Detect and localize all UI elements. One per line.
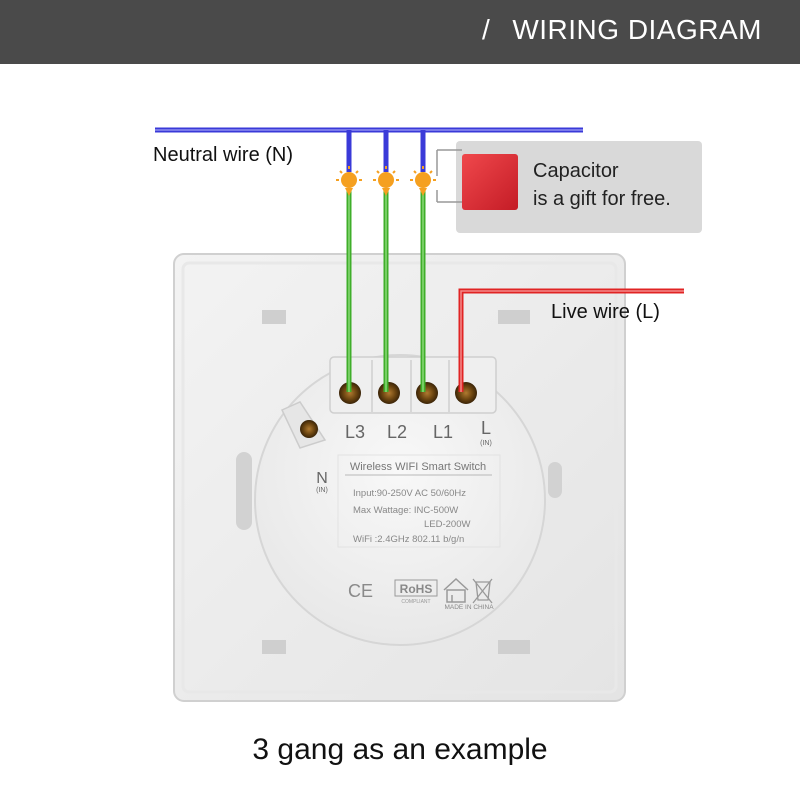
switch-wifi-spec: WiFi :2.4GHz 802.11 b/g/n (353, 534, 464, 545)
lamp-icon (410, 166, 436, 196)
switch-input-spec: Input:90-250V AC 50/60Hz (353, 488, 466, 499)
lamp-icons (336, 166, 436, 196)
side-slot (236, 452, 252, 530)
live-wire-label: Live wire (L) (551, 301, 660, 323)
mount-slot (262, 640, 286, 654)
neutral-screw (300, 420, 318, 438)
live-wire (458, 288, 684, 392)
switch-module (254, 354, 546, 646)
terminal-label-l2: L2 (387, 422, 407, 442)
neutral-wire (155, 127, 583, 172)
terminal-screw-l (455, 382, 477, 404)
terminal-sub-l: (IN) (480, 440, 492, 447)
terminal-label-l3: L3 (345, 422, 365, 442)
mount-slot (498, 640, 530, 654)
capacitor-note-line1: Capacitor (533, 160, 619, 182)
header-title-text: WIRING DIAGRAM (512, 14, 762, 45)
header-slash: / (482, 14, 491, 45)
terminal-screw-l2 (378, 382, 400, 404)
lamp-icon (336, 166, 362, 196)
neutral-terminal-label: N (316, 470, 328, 487)
neutral-wire-label: Neutral wire (N) (153, 144, 293, 166)
side-slot (548, 462, 562, 498)
capacitor-note-line2: is a gift for free. (533, 188, 671, 210)
weee-bin-icon (472, 578, 493, 604)
load-wires (346, 190, 426, 392)
terminal-label-l1: L1 (433, 422, 453, 442)
capacitor-note: Capacitor is a gift for free. (436, 141, 702, 233)
terminal-screw-l3 (339, 382, 361, 404)
terminal-screws (339, 382, 477, 404)
mount-slot (498, 310, 530, 324)
terminal-label-l: L (481, 418, 491, 438)
switch-wattage-spec: Max Wattage: INC-500W (353, 505, 458, 516)
terminal-labels: L3 L2 L1 L (IN) N (IN) (316, 418, 492, 494)
capacitor-icon (462, 154, 518, 210)
rohs-sub: COMPLIANT (401, 599, 430, 605)
neutral-terminal-sub: (IN) (316, 487, 328, 494)
mount-slot (262, 310, 286, 324)
header-bar: / WIRING DIAGRAM (0, 0, 800, 64)
ce-mark: CE (348, 581, 373, 601)
indoor-use-icon (443, 577, 469, 603)
switch-info-label: Wireless WIFI Smart Switch Input:90-250V… (345, 461, 494, 611)
lamp-icon (373, 166, 399, 196)
switch-model-title: Wireless WIFI Smart Switch (350, 461, 486, 473)
made-in-label: MADE IN CHINA (444, 604, 494, 611)
terminal-screw-l1 (416, 382, 438, 404)
header-title: / WIRING DIAGRAM (482, 14, 762, 46)
rohs-mark: RoHS (400, 582, 433, 596)
switch-led-spec: LED-200W (424, 519, 470, 530)
diagram-caption: 3 gang as an example (252, 733, 548, 766)
